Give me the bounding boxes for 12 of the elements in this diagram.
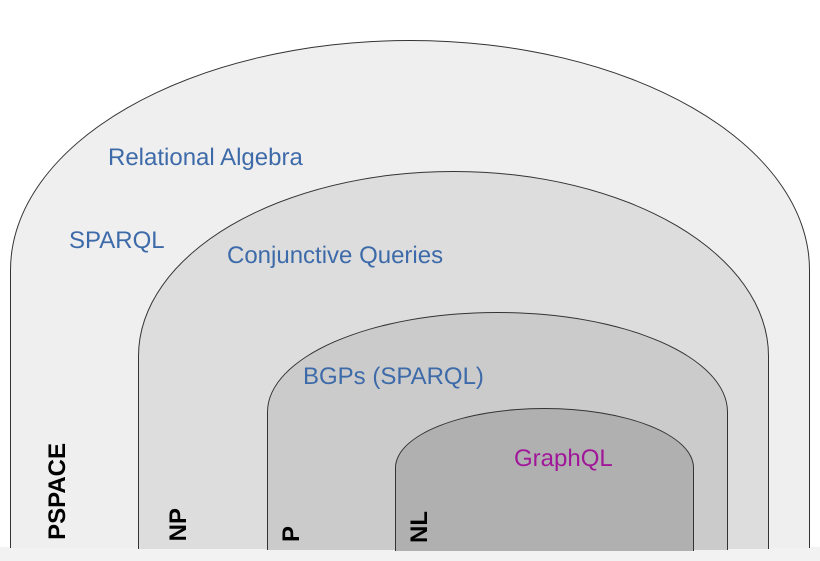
class-label: PSPACE: [46, 443, 70, 540]
class-label: NL: [408, 511, 432, 543]
language-label: SPARQL: [69, 229, 165, 253]
language-label: GraphQL: [514, 447, 613, 471]
class-label: P: [280, 526, 304, 542]
complexity-region: [395, 408, 694, 551]
complexity-region: [267, 312, 728, 550]
language-label: Conjunctive Queries: [227, 244, 444, 268]
complexity-region: [10, 40, 810, 548]
language-label: BGPs (SPARQL): [303, 365, 484, 389]
class-label: NP: [167, 508, 191, 541]
language-label: Relational Algebra: [108, 146, 303, 170]
